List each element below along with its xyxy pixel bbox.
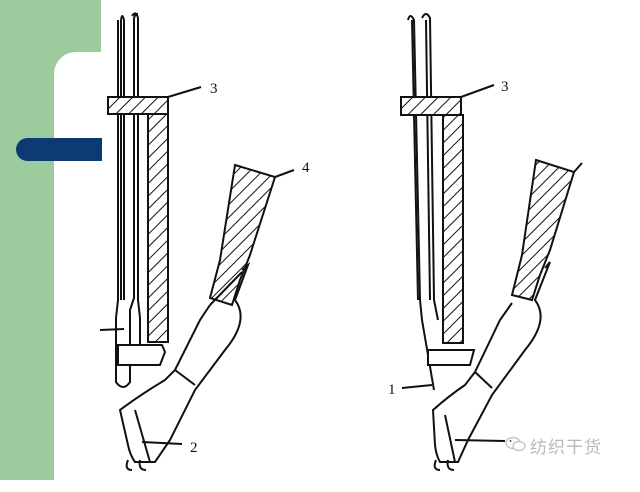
left-figure <box>99 12 295 471</box>
callout-label-3-left: 3 <box>210 81 218 97</box>
callout-label-4-left: 4 <box>302 160 310 176</box>
callout-label-3-right: 3 <box>501 79 509 95</box>
slide-title-tab <box>16 138 102 161</box>
wechat-icon <box>505 436 526 452</box>
right-figure <box>400 13 583 471</box>
callout-label-1-right: 1 <box>388 382 396 398</box>
slide-content-corner <box>54 52 114 492</box>
watermark-text: 纺织干货 <box>530 438 602 458</box>
needle-mechanism-diagram: 3 4 2 3 1 <box>99 12 583 471</box>
callout-label-2-left: 2 <box>190 440 198 456</box>
